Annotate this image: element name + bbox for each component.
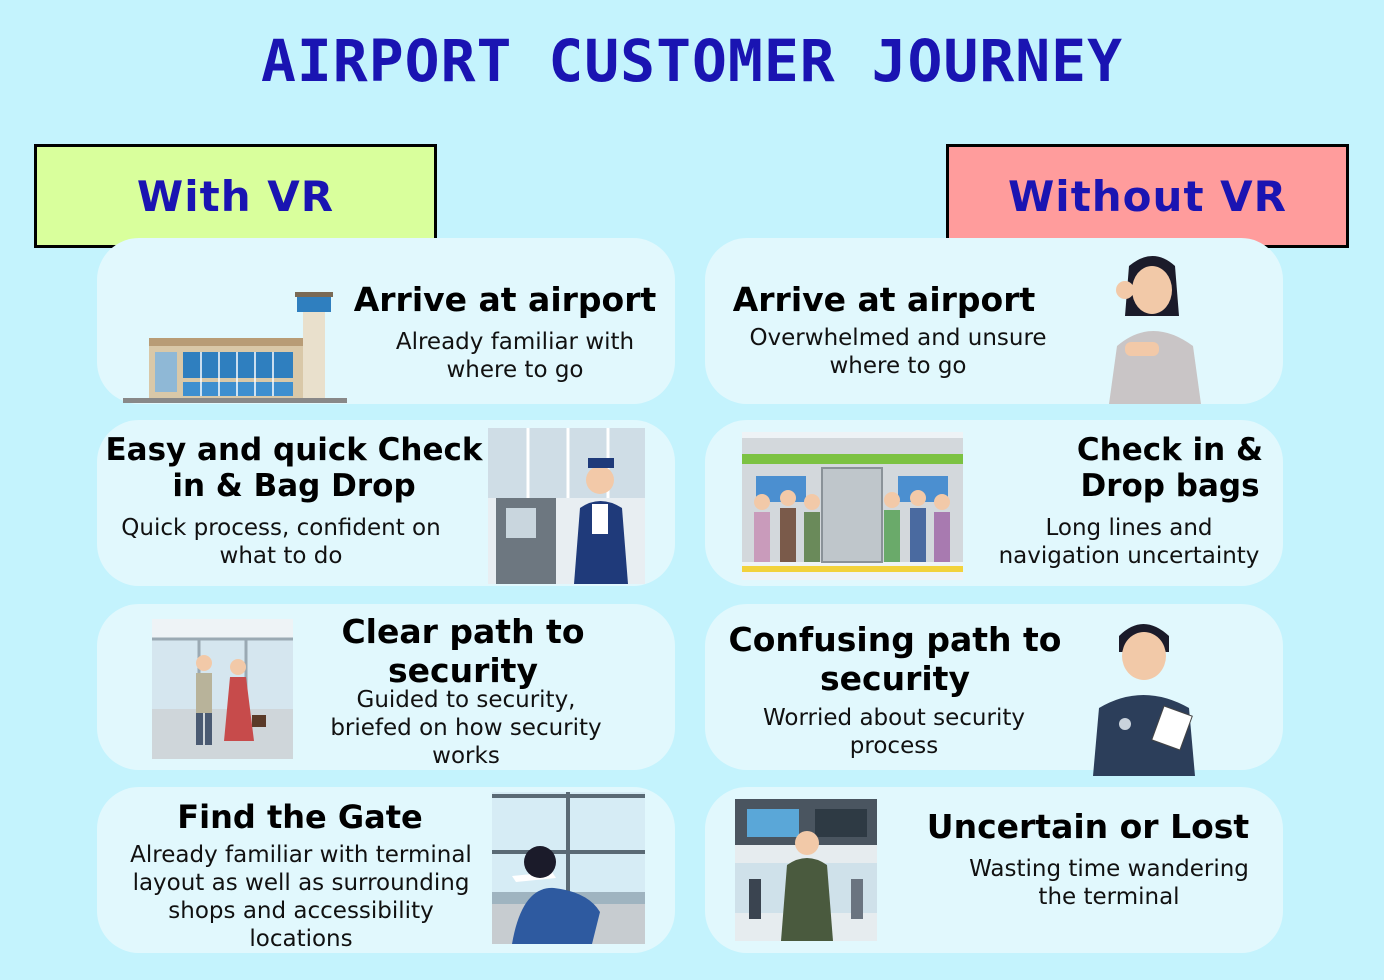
step-description: Quick process, confident on what to do: [121, 515, 441, 569]
step-title: Easy and quick Check in & Bag Drop: [105, 432, 483, 504]
crowd-waiting-train-illustration: [742, 432, 963, 580]
step-description: Guided to security, briefed on how secur…: [330, 687, 602, 769]
step-title: Check in & Drop bags: [1076, 432, 1264, 504]
step-title: Uncertain or Lost: [926, 807, 1250, 846]
without-vr-step-security: Confusing path to security Worried about…: [705, 604, 1283, 776]
step-description: Overwhelmed and unsure where to go: [749, 325, 1047, 379]
step-title: Arrive at airport: [732, 280, 1036, 319]
step-title: Arrive at airport: [353, 280, 657, 319]
without-vr-step-arrive: Arrive at airport Overwhelmed and unsure…: [705, 238, 1283, 404]
airport-terminal-illustration: [123, 282, 347, 406]
step-title: Clear path to security: [341, 612, 585, 690]
step-description: Wasting time wandering the terminal: [969, 856, 1249, 910]
with-vr-step-security: Clear path to security Guided to securit…: [97, 604, 675, 770]
check-in-kiosk-staff-illustration: [488, 428, 645, 584]
step-description: Already familiar with where to go: [395, 329, 635, 383]
step-description: Worried about security process: [763, 705, 1025, 759]
page-title: AIRPORT CUSTOMER JOURNEY: [260, 27, 1124, 95]
security-officer-illustration: [1085, 612, 1211, 776]
couple-walking-terminal-illustration: [152, 619, 293, 759]
step-description: Already familiar with terminal layout as…: [130, 842, 472, 952]
without-vr-header: Without VR: [946, 144, 1349, 248]
with-vr-step-gate: Find the Gate Already familiar with term…: [97, 787, 675, 953]
step-title: Confusing path to security: [728, 620, 1062, 698]
traveler-at-window-illustration: [492, 792, 645, 944]
with-vr-header: With VR: [34, 144, 437, 248]
with-vr-step-arrive: Arrive at airport Already familiar with …: [97, 238, 675, 404]
step-description: Long lines and navigation uncertainty: [998, 515, 1260, 569]
without-vr-step-checkin: Check in & Drop bags Long lines and navi…: [705, 420, 1283, 586]
step-title: Find the Gate: [177, 798, 423, 836]
with-vr-step-checkin: Easy and quick Check in & Bag Drop Quick…: [97, 420, 675, 586]
without-vr-step-lost: Uncertain or Lost Wasting time wandering…: [705, 787, 1283, 953]
lost-traveler-departures-board-illustration: [735, 799, 877, 941]
worried-woman-illustration: [1089, 246, 1217, 404]
